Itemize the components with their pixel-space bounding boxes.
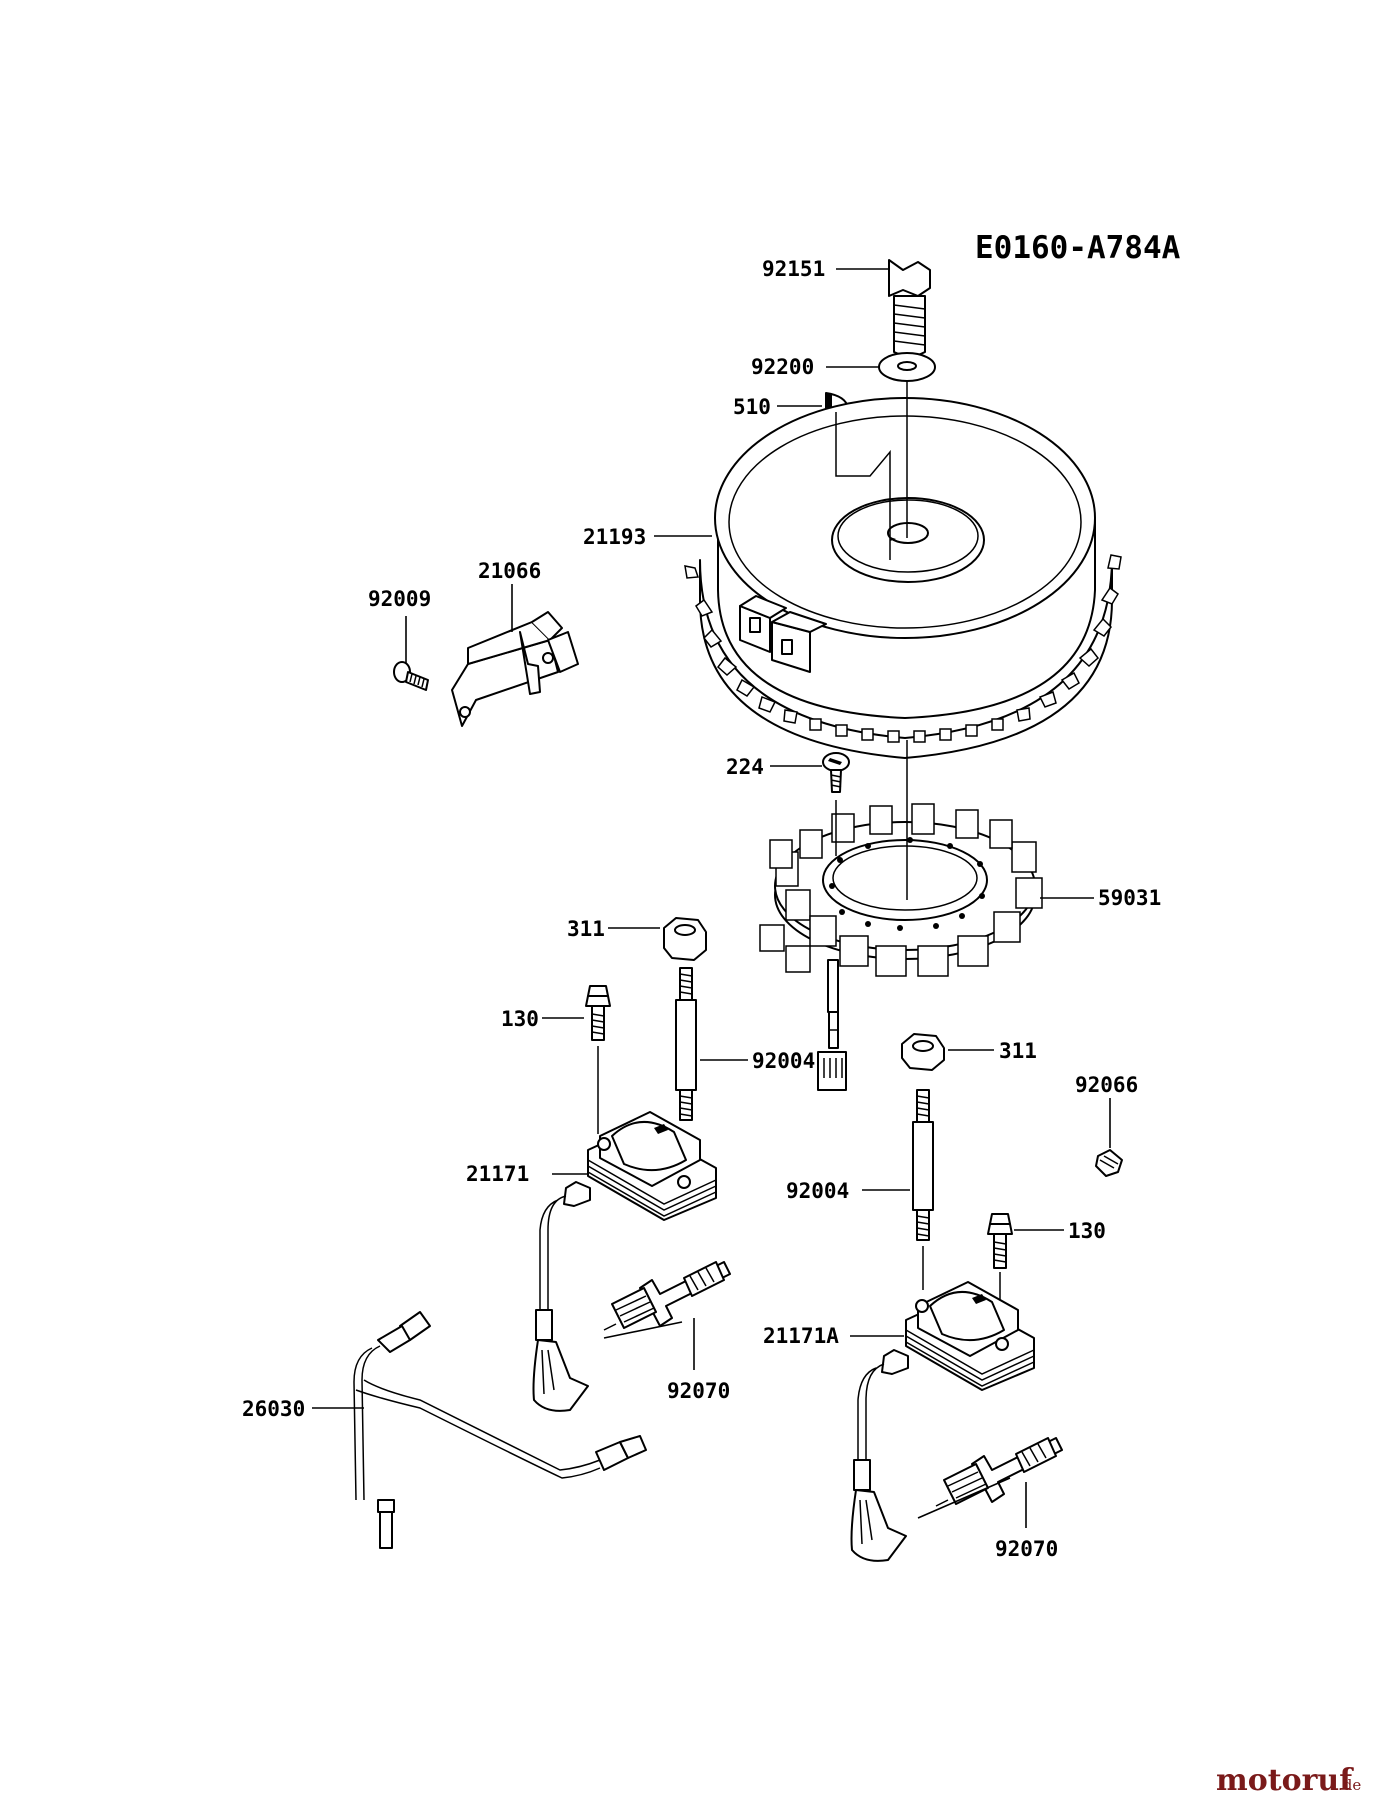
label-130-left: 130: [501, 1007, 539, 1031]
label-26030: 26030: [242, 1397, 305, 1421]
label-311-right: 311: [999, 1039, 1037, 1063]
label-59031: 59031: [1098, 886, 1161, 910]
ignition-coil-21171[interactable]: [532, 1046, 717, 1412]
ignition-coil-21171A[interactable]: [850, 1246, 1035, 1562]
bolt-130-left[interactable]: [585, 985, 611, 1041]
label-92066: 92066: [1075, 1073, 1138, 1097]
label-92004-right: 92004: [786, 1179, 849, 1203]
nut-311-left[interactable]: [663, 917, 707, 961]
label-21193: 21193: [583, 525, 646, 549]
diagram-code: E0160-A784A: [975, 230, 1181, 266]
bolt-92151[interactable]: [888, 259, 931, 357]
screw-224[interactable]: [822, 752, 850, 793]
watermark-brand: motoruf: [1216, 1763, 1354, 1798]
label-92200: 92200: [751, 355, 814, 379]
stud-92004-right[interactable]: [912, 1089, 934, 1241]
label-224: 224: [726, 755, 764, 779]
watermark-suffix: .de: [1338, 1776, 1361, 1794]
washer-92200[interactable]: [878, 352, 936, 382]
spark-plug-92070-left[interactable]: [603, 1261, 731, 1331]
screw-92009[interactable]: [393, 661, 429, 691]
flywheel-21193[interactable]: [684, 380, 1122, 759]
stud-92004-left[interactable]: [675, 967, 697, 1121]
label-21066: 21066: [478, 559, 541, 583]
lead-wire-26030[interactable]: [353, 1311, 647, 1549]
regulator-21066[interactable]: [451, 611, 579, 727]
stator-59031[interactable]: [759, 740, 1043, 1091]
label-92070-right: 92070: [995, 1537, 1058, 1561]
plug-92066[interactable]: [1095, 1149, 1123, 1177]
watermark-logo: motoruf .de: [1216, 1763, 1361, 1798]
label-21171A: 21171A: [763, 1324, 839, 1348]
label-92151: 92151: [762, 257, 825, 281]
label-92004-left: 92004: [752, 1049, 815, 1073]
label-311-left: 311: [567, 917, 605, 941]
label-92070-left: 92070: [667, 1379, 730, 1403]
label-92009: 92009: [368, 587, 431, 611]
label-130-right: 130: [1068, 1219, 1106, 1243]
label-21171: 21171: [466, 1162, 529, 1186]
bolt-130-right[interactable]: [987, 1213, 1013, 1269]
nut-311-right[interactable]: [901, 1033, 945, 1071]
label-510: 510: [733, 395, 771, 419]
spark-plug-92070-right[interactable]: [935, 1437, 1063, 1507]
